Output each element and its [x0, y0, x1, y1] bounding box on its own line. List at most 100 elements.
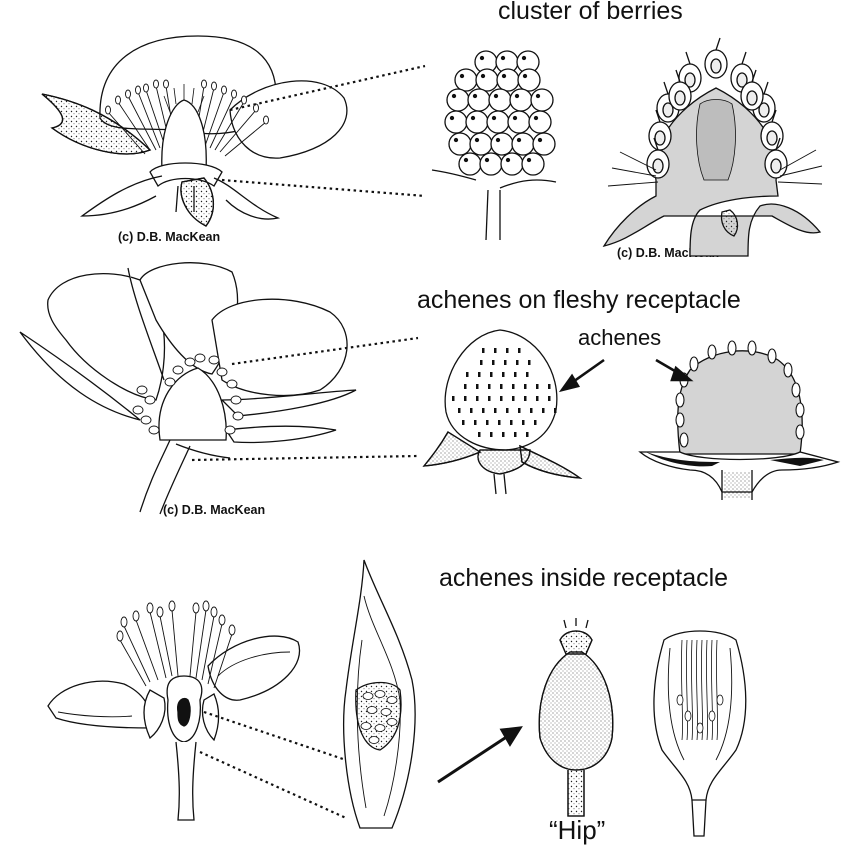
rose-filament	[201, 615, 215, 681]
stamen	[184, 357, 196, 367]
drupelet	[448, 132, 472, 156]
surface-achene	[727, 340, 737, 356]
hip-achene	[676, 694, 684, 706]
achene-seed	[464, 396, 467, 401]
stamen	[224, 425, 236, 435]
hip-style	[706, 639, 708, 741]
drupelet	[486, 110, 510, 134]
drupelet-style	[500, 55, 506, 61]
stamen	[230, 395, 242, 405]
achene-seed	[482, 348, 485, 353]
hip-arrow	[437, 726, 523, 784]
achene-seed	[510, 420, 513, 425]
drupelet-style	[537, 137, 543, 143]
bud-achene	[386, 696, 398, 704]
rose-anther	[168, 600, 176, 612]
achene-seed	[536, 384, 539, 389]
hip-style	[686, 639, 688, 741]
hip-achene	[716, 694, 724, 706]
drupelet-style	[484, 157, 490, 163]
stamen	[144, 395, 156, 405]
achene-seed	[478, 432, 481, 437]
hip-style	[691, 639, 693, 741]
achene-seed	[522, 420, 525, 425]
raspberry-flower-drawing	[41, 35, 348, 227]
rose-anther	[192, 602, 200, 614]
section-seed	[684, 72, 696, 88]
label-achenes-fleshy-receptacle: achenes on fleshy receptacle	[417, 286, 741, 314]
surface-achene	[707, 344, 717, 360]
raspberry-fruit-drawing	[431, 50, 557, 241]
achene-seed	[476, 384, 479, 389]
surface-achene	[747, 340, 757, 356]
achene-seed	[480, 360, 483, 365]
drupelet	[467, 88, 491, 112]
achene-seed	[502, 432, 505, 437]
section-style	[751, 69, 757, 83]
rose-anther	[156, 606, 164, 618]
rose-anther	[210, 606, 218, 618]
rose-bud-section-drawing	[343, 559, 416, 829]
rose-filament	[159, 615, 173, 677]
hip-achene	[708, 710, 716, 722]
achene-seed	[526, 432, 529, 437]
achene-seed	[506, 408, 509, 413]
achene-seed	[498, 420, 501, 425]
label-achenes-callout: achenes	[578, 325, 662, 350]
drupelet	[500, 152, 524, 176]
rose-filament	[213, 633, 233, 689]
achene-seed	[554, 408, 557, 413]
rose-hip-drawing	[538, 618, 614, 817]
label-hip: “Hip”	[549, 815, 606, 845]
stamen	[194, 353, 206, 363]
section-style	[663, 81, 669, 95]
zoom-lines-rose	[199, 710, 347, 820]
achene-seed	[548, 396, 551, 401]
achene-seed	[514, 372, 517, 377]
zoom-lines-strawberry	[191, 336, 419, 462]
achene-seed	[512, 396, 515, 401]
rose-anther	[120, 616, 128, 628]
rose-anther	[116, 630, 124, 642]
hip-style	[701, 639, 703, 741]
drupelet	[507, 110, 531, 134]
bud-achene	[374, 724, 386, 732]
section-style	[741, 51, 747, 65]
section-style	[653, 137, 659, 151]
stamen	[164, 377, 176, 387]
rose-filament	[135, 619, 159, 681]
achene-seed	[488, 396, 491, 401]
achene-seed	[534, 420, 537, 425]
drupelet	[444, 110, 468, 134]
achene-seed	[514, 432, 517, 437]
rose-filament	[149, 611, 167, 679]
achene-seed	[458, 408, 461, 413]
drupelet	[521, 152, 545, 176]
achene-seed	[524, 384, 527, 389]
surface-achene	[783, 362, 793, 378]
achene-seed	[494, 348, 497, 353]
drupelet-style	[451, 93, 457, 99]
strawberry-section-drawing	[638, 340, 841, 500]
zoom-lines-raspberry	[221, 64, 426, 198]
drupelet-style	[453, 137, 459, 143]
section-style	[675, 69, 681, 83]
drupelet-style	[501, 73, 507, 79]
drupelet	[446, 88, 470, 112]
drupelet-style	[521, 55, 527, 61]
surface-achene	[675, 412, 685, 428]
bud-achene	[386, 718, 398, 726]
stamen	[226, 379, 238, 389]
achene-seed	[526, 372, 529, 377]
drupelet-style	[526, 157, 532, 163]
surface-achene	[795, 402, 805, 418]
stamen	[132, 405, 144, 415]
achene-seed	[452, 396, 455, 401]
achene-seed	[542, 408, 545, 413]
drupelet-style	[449, 115, 455, 121]
drupelet-style	[533, 115, 539, 121]
raspberry-section-drawing	[602, 37, 823, 257]
rose-filament	[189, 611, 197, 677]
